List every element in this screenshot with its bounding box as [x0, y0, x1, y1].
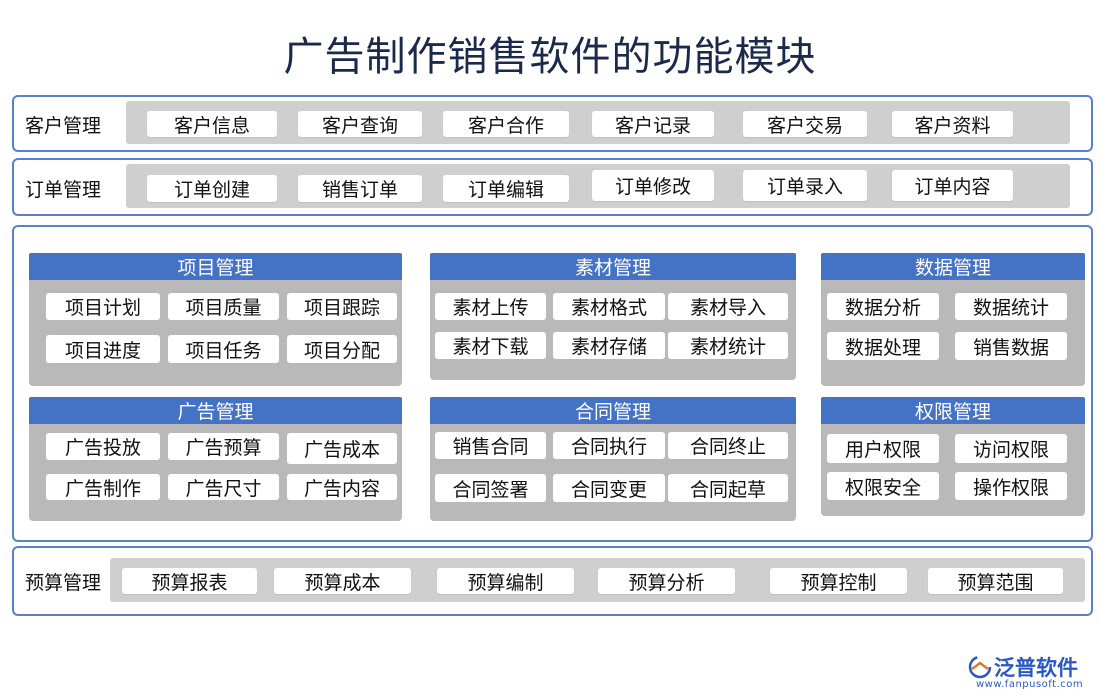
material-item: 素材存储: [553, 332, 665, 359]
order-item: 销售订单: [298, 175, 422, 202]
project-item: 项目进度: [46, 335, 160, 363]
page-title: 广告制作销售软件的功能模块: [283, 34, 817, 80]
order-item: 订单修改: [592, 170, 714, 201]
material-management-title: 素材管理: [430, 253, 796, 280]
contract-item: 合同签署: [435, 474, 546, 502]
ad-item: 广告尺寸: [168, 474, 279, 500]
customer-item: 客户资料: [892, 111, 1013, 137]
contract-management-title: 合同管理: [430, 397, 796, 424]
data-item: 销售数据: [955, 332, 1067, 360]
contract-item: 合同变更: [553, 474, 665, 502]
budget-item: 预算成本: [274, 568, 411, 594]
ad-item: 广告制作: [46, 474, 160, 500]
ad-management-module: 广告管理 广告投放 广告预算 广告成本 广告制作 广告尺寸 广告内容: [29, 397, 402, 521]
contract-item: 合同执行: [553, 432, 665, 459]
contract-item: 销售合同: [435, 432, 546, 459]
permission-management-module: 权限管理 用户权限 访问权限 权限安全 操作权限: [821, 397, 1085, 516]
fanpu-logo-icon: [968, 655, 992, 679]
ad-item: 广告成本: [287, 433, 397, 464]
material-item: 素材上传: [435, 293, 546, 320]
budget-management-label: 预算管理: [25, 572, 102, 594]
order-item: 订单编辑: [443, 175, 569, 202]
data-item: 数据统计: [955, 293, 1067, 320]
customer-item: 客户信息: [147, 111, 277, 137]
order-item: 订单内容: [892, 170, 1013, 201]
project-management-module: 项目管理 项目计划 项目质量 项目跟踪 项目进度 项目任务 项目分配: [29, 253, 402, 386]
ad-item: 广告预算: [168, 433, 279, 460]
project-item: 项目任务: [168, 335, 279, 363]
ad-item: 广告内容: [287, 474, 397, 500]
customer-item: 客户记录: [592, 111, 714, 137]
data-management-title: 数据管理: [821, 253, 1085, 280]
logo-url: www.fanpusoft.com: [976, 679, 1084, 690]
contract-item: 合同终止: [668, 432, 788, 459]
order-item: 订单创建: [147, 175, 277, 202]
order-management-label: 订单管理: [25, 179, 102, 201]
logo-name: 泛普软件: [994, 656, 1078, 680]
project-item: 项目计划: [46, 293, 160, 320]
customer-item: 客户交易: [743, 111, 867, 137]
material-item: 素材统计: [668, 332, 788, 359]
fanpu-logo: 泛普软件 www.fanpusoft.com: [966, 652, 1096, 692]
customer-management-label: 客户管理: [25, 115, 102, 137]
permission-item: 用户权限: [827, 434, 939, 463]
permission-item: 访问权限: [955, 434, 1067, 463]
permission-item: 操作权限: [955, 472, 1067, 500]
contract-item: 合同起草: [668, 474, 788, 502]
order-item: 订单录入: [743, 170, 867, 201]
budget-items-band: [110, 558, 1085, 602]
customer-item: 客户查询: [298, 111, 422, 137]
material-item: 素材格式: [553, 293, 665, 320]
material-item: 素材下载: [435, 332, 546, 359]
ad-item: 广告投放: [46, 433, 160, 460]
data-management-module: 数据管理 数据分析 数据统计 数据处理 销售数据: [821, 253, 1085, 386]
budget-item: 预算编制: [437, 568, 574, 594]
budget-item: 预算报表: [122, 568, 257, 594]
budget-item: 预算范围: [928, 568, 1063, 594]
project-management-title: 项目管理: [29, 253, 402, 280]
ad-management-title: 广告管理: [29, 397, 402, 424]
permission-item: 权限安全: [827, 472, 939, 500]
budget-item: 预算控制: [770, 568, 907, 594]
data-item: 数据处理: [827, 332, 939, 360]
project-item: 项目跟踪: [287, 293, 397, 320]
permission-management-title: 权限管理: [821, 397, 1085, 424]
material-item: 素材导入: [668, 293, 788, 320]
budget-item: 预算分析: [598, 568, 735, 594]
customer-item: 客户合作: [443, 111, 569, 137]
project-item: 项目质量: [168, 293, 279, 320]
material-management-module: 素材管理 素材上传 素材格式 素材导入 素材下载 素材存储 素材统计: [430, 253, 796, 380]
project-item: 项目分配: [287, 335, 397, 363]
contract-management-module: 合同管理 销售合同 合同执行 合同终止 合同签署 合同变更 合同起草: [430, 397, 796, 521]
data-item: 数据分析: [827, 293, 939, 320]
